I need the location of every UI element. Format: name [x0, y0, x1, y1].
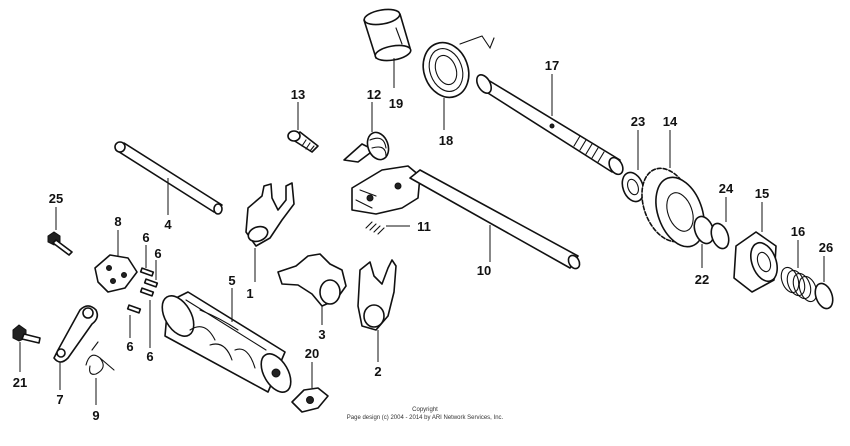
callout-3: 3: [318, 327, 325, 342]
callout-19: 19: [389, 96, 403, 111]
plate-20: [291, 387, 329, 413]
shift-fork-3: [277, 253, 347, 307]
callout-2: 2: [374, 364, 381, 379]
gearshift-spindle: [351, 165, 581, 270]
bolt-21: [12, 324, 41, 344]
stopper-arm: [53, 305, 99, 363]
callout-5: 5: [228, 273, 235, 288]
callout-8: 8: [114, 214, 121, 229]
callout-6d: 6: [146, 349, 153, 364]
callout-16: 16: [791, 224, 805, 239]
callout-1: 1: [246, 286, 253, 301]
return-spring-18: [422, 35, 495, 99]
callout-15: 15: [755, 186, 769, 201]
spring-16: [780, 266, 818, 303]
ratchet-15: [733, 231, 778, 293]
callout-18: 18: [439, 133, 453, 148]
washer-26: [814, 282, 834, 310]
callout-7: 7: [56, 392, 63, 407]
callout-23: 23: [631, 114, 645, 129]
stopper-plate: [94, 254, 138, 293]
callout-4: 4: [164, 217, 172, 232]
callout-20: 20: [305, 346, 319, 361]
callout-17: 17: [545, 58, 559, 73]
callout-9: 9: [92, 408, 99, 423]
shift-fork-1: [245, 182, 295, 247]
callout-6c: 6: [126, 339, 133, 354]
circlip-24: [710, 222, 730, 250]
bolt-25: [47, 231, 73, 256]
callout-6a: 6: [142, 230, 149, 245]
callout-22: 22: [695, 272, 709, 287]
pins-6: [126, 267, 159, 314]
callout-14: 14: [663, 114, 678, 129]
callout-6b: 6: [154, 246, 161, 261]
pin-13: [287, 130, 319, 153]
collar-19: [363, 8, 412, 62]
callout-12: 12: [367, 87, 381, 102]
callout-25: 25: [49, 191, 63, 206]
kickstarter-spindle: [475, 74, 624, 176]
washer-23: [621, 171, 645, 203]
copyright-notice: Page design (c) 2004 - 2014 by ARI Netwo…: [347, 415, 504, 421]
kickstarter-gear: [641, 167, 705, 248]
shift-fork-2: [357, 259, 397, 331]
callout-11: 11: [417, 219, 431, 234]
shift-fork-shaft: [114, 141, 223, 215]
shift-drum: [161, 291, 292, 393]
callout-21: 21: [13, 375, 27, 390]
callout-10: 10: [477, 263, 491, 278]
spring-11: [365, 221, 385, 235]
callout-24: 24: [719, 181, 734, 196]
copyright-label: Copyright: [412, 407, 438, 413]
spring-9: [85, 341, 115, 375]
spring-12: [343, 131, 390, 163]
callout-26: 26: [819, 240, 833, 255]
callout-13: 13: [291, 87, 305, 102]
